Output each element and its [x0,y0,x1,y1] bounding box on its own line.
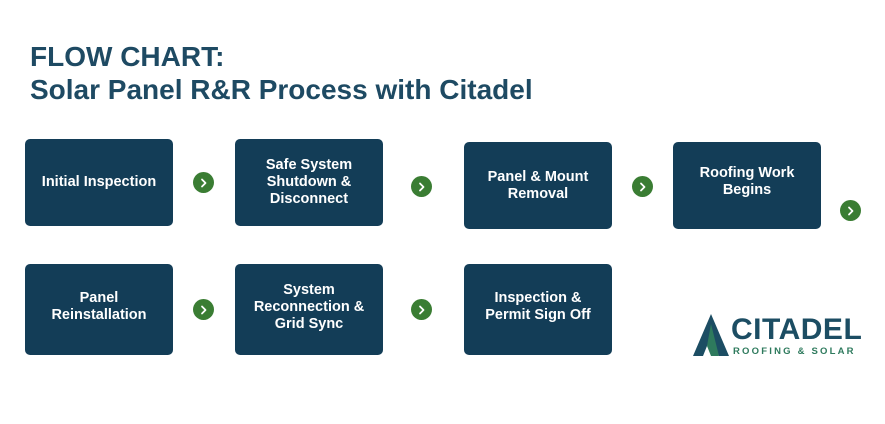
step-label: Panel Reinstallation [51,290,147,323]
step-box-roofing-work-begins: Roofing Work Begins [673,142,821,229]
title-line-2: Solar Panel R&R Process with Citadel [30,74,533,105]
step-box-safe-system-shutdown: Safe System Shutdown & Disconnect [235,139,383,226]
chevron-right-circle-icon [193,299,214,320]
chevron-right-circle-icon [411,176,432,197]
step-box-system-reconnection: System Reconnection & Grid Sync [235,264,383,355]
step-label: System Reconnection & Grid Sync [253,282,365,332]
logo-tagline: ROOFING & SOLAR [733,346,856,357]
citadel-logo: CITADEL ROOFING & SOLAR [693,314,863,360]
step-label: Safe System Shutdown & Disconnect [265,157,353,207]
step-label: Inspection & Permit Sign Off [485,290,591,323]
chevron-right-circle-icon [840,200,861,221]
mountain-roof-icon [693,314,729,356]
step-box-inspection-permit-sign-off: Inspection & Permit Sign Off [464,264,612,355]
chevron-right-circle-icon [411,299,432,320]
step-label: Panel & Mount Removal [487,168,589,202]
page-title: FLOW CHART: Solar Panel R&R Process with… [30,40,533,106]
logo-name: CITADEL [731,313,863,346]
chevron-right-circle-icon [632,176,653,197]
chevron-right-circle-icon [193,172,214,193]
step-box-panel-mount-removal: Panel & Mount Removal [464,142,612,229]
step-label: Initial Inspection [41,174,157,190]
step-box-initial-inspection: Initial Inspection [25,139,173,226]
step-box-panel-reinstallation: Panel Reinstallation [25,264,173,355]
step-label: Roofing Work Begins [699,165,795,198]
title-line-1: FLOW CHART: [30,41,225,72]
